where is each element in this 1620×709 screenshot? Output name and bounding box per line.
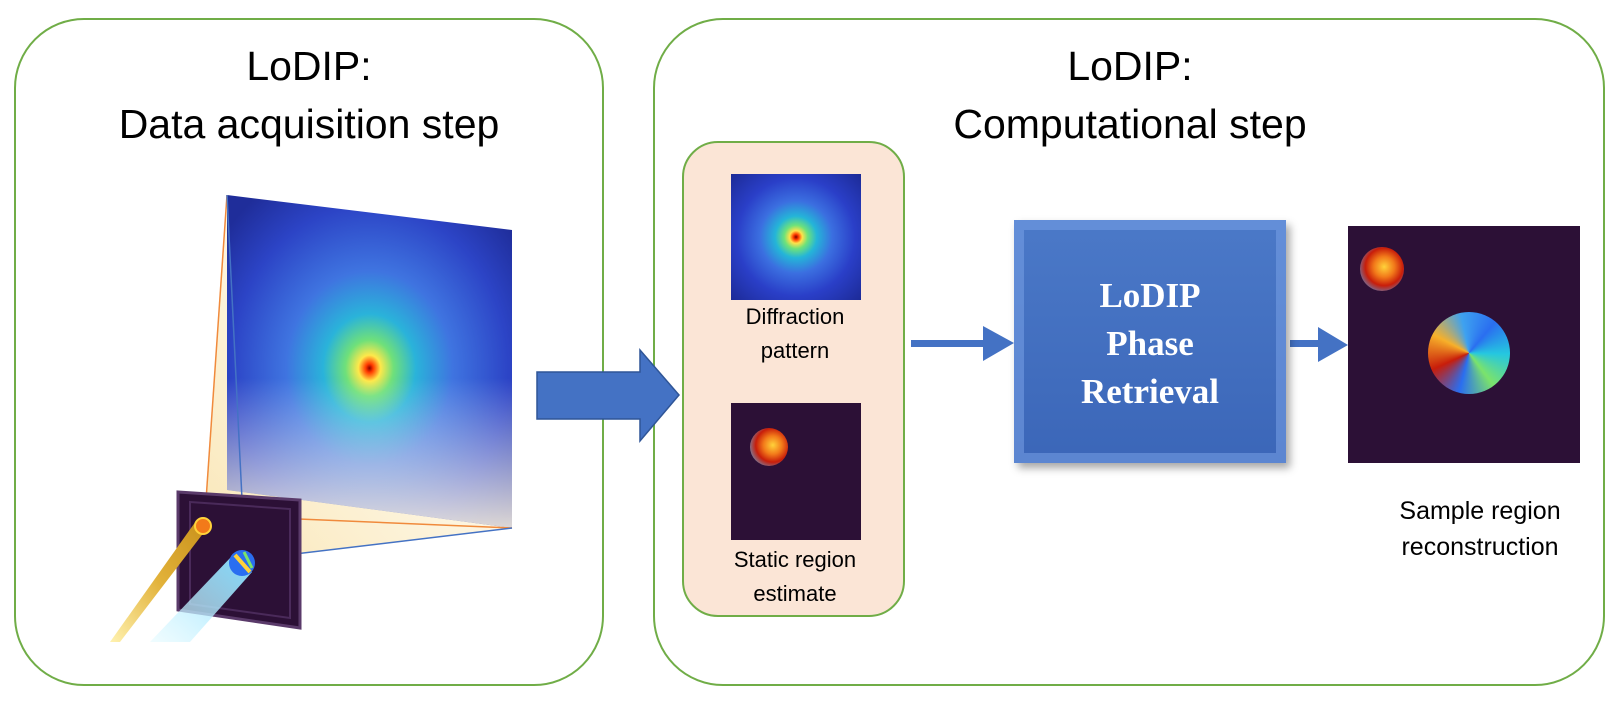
reconstruction-sample-blob: [1428, 312, 1510, 394]
recon-label-line1: Sample region: [1399, 497, 1561, 525]
diffraction-pattern-label: Diffraction pattern: [705, 300, 885, 368]
static-region-image: [731, 403, 861, 540]
phase-retrieval-line3: Retrieval: [1081, 372, 1219, 411]
arrow-head-2: [1318, 327, 1348, 362]
static-region-label: Static region estimate: [705, 543, 885, 611]
reconstruction-label: Sample region reconstruction: [1360, 493, 1600, 565]
right-panel-title-line1: LoDIP:: [1067, 43, 1193, 89]
static-label-line1: Static region: [733, 547, 857, 572]
static-aperture: [194, 517, 212, 535]
arrow-shaft-2: [1290, 340, 1320, 347]
diffraction-label-line1: Diffraction: [745, 304, 845, 329]
screen-fade: [227, 195, 512, 528]
phase-retrieval-line2: Phase: [1106, 324, 1194, 363]
cyan-beam: [150, 556, 252, 642]
diffraction-pattern-image: [731, 174, 861, 300]
static-label-line2: estimate: [753, 581, 837, 606]
left-panel-title-line2: Data acquisition step: [118, 101, 500, 147]
phase-retrieval-line1: LoDIP: [1099, 276, 1201, 315]
recon-label-line2: reconstruction: [1401, 533, 1559, 561]
right-panel-title-line2: Computational step: [953, 101, 1307, 147]
transfer-arrow: [536, 347, 680, 444]
reconstruction-static-blob: [1360, 247, 1404, 291]
left-panel-title-line1: LoDIP:: [246, 43, 372, 89]
static-region-blob: [750, 428, 788, 466]
phase-retrieval-block: [1014, 220, 1286, 463]
arrow-shaft-1: [911, 340, 985, 347]
arrow-head-1: [983, 326, 1014, 361]
diffraction-label-line2: pattern: [760, 338, 830, 363]
gold-beam: [110, 521, 208, 642]
